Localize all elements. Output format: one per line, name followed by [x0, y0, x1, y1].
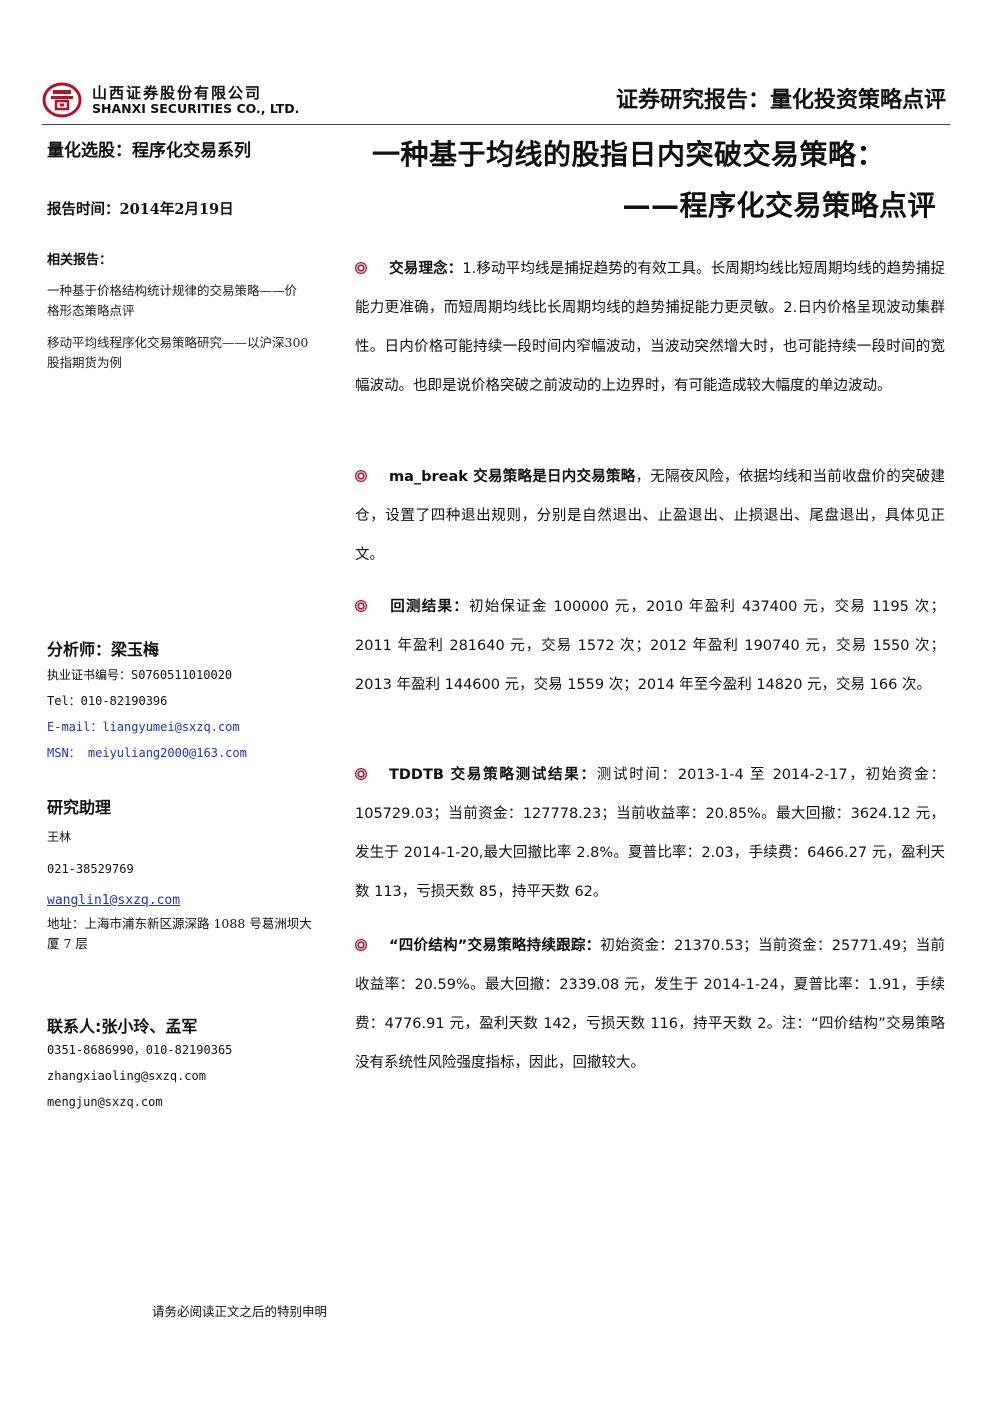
report-series: 量化选股：程序化交易系列: [47, 141, 251, 161]
summary-text: 测试时间：2013-1-4 至 2014-2-17，初始资金：105729.03…: [355, 767, 945, 900]
assistant-address: 地址：上海市浦东新区源深路 1088 号葛洲坝大厦 7 层: [47, 916, 312, 951]
bullet-icon: [355, 768, 367, 780]
summary-keyword: 交易理念：: [389, 261, 463, 277]
assistant-phone: 021-38529769: [47, 862, 134, 876]
report-title-line1: 一种基于均线的股指日内突破交易策略：: [372, 138, 886, 171]
analyst-email[interactable]: E-mail：liangyumei@sxzq.com: [47, 720, 240, 734]
assistant-name: 王林: [47, 830, 72, 844]
summary-text: 初始资金：21370.53；当前资金：25771.49；当前收益率：20.59%…: [355, 938, 945, 1071]
summary-text: 1.移动平均线是捕捉趋势的有效工具。长周期均线比短周期均线的趋势捕捉能力更准确，…: [355, 261, 946, 394]
analyst-tel: Tel：010-82190396: [47, 694, 168, 708]
bullet-icon: [355, 600, 367, 612]
summary-point: “四价结构”交易策略持续跟踪：初始资金：21370.53；当前资金：25771.…: [355, 927, 945, 1083]
assistant-email[interactable]: wanglin1@sxzq.com: [47, 893, 181, 908]
bullet-icon: [355, 262, 367, 274]
summary-point: 回测结果：初始保证金 100000 元，2010 年盈利 437400 元，交易…: [355, 588, 945, 705]
company-logo: 山西证券股份有限公司 SHANXI SECURITIES CO., LTD.: [42, 80, 322, 120]
contact-email-2[interactable]: mengjun@sxzq.com: [47, 1095, 163, 1109]
summary-keyword: 回测结果：: [389, 599, 469, 615]
company-logo-icon: [42, 82, 82, 118]
assistant-heading: 研究助理: [47, 798, 112, 817]
related-report-item[interactable]: 移动平均线程序化交易策略研究——以沪深300股指期货为例: [47, 335, 309, 370]
analyst-cert: 执业证书编号：S0760511010020: [47, 668, 233, 682]
contact-heading: 联系人:张小玲、孟军: [47, 1017, 198, 1036]
summary-point: TDDTB 交易策略测试结果：测试时间：2013-1-4 至 2014-2-17…: [355, 756, 945, 912]
analyst-block: 分析师：梁玉梅 执业证书编号：S0760511010020 Tel：010-82…: [47, 636, 317, 766]
assistant-block: 研究助理 王林 021-38529769 wanglin1@sxzq.com 地…: [47, 794, 317, 954]
related-report-item[interactable]: 一种基于价格结构统计规律的交易策略——价格形态策略点评: [47, 283, 298, 318]
summary-text: 初始保证金 100000 元，2010 年盈利 437400 元，交易 1195…: [355, 599, 946, 693]
contact-phone: 0351-8686990，010-82190365: [47, 1043, 233, 1057]
disclaimer-note: 请务必阅读正文之后的特别申明: [152, 1304, 328, 1319]
analyst-msn[interactable]: MSN： meiyuliang2000@163.com: [47, 746, 247, 760]
analyst-heading: 分析师：梁玉梅: [47, 640, 160, 659]
contact-block: 联系人:张小玲、孟军 0351-8686990，010-82190365 zha…: [47, 1013, 317, 1115]
report-subtitle: ——程序化交易策略点评: [622, 189, 936, 222]
company-name-cn: 山西证券股份有限公司: [92, 84, 263, 102]
related-reports-heading: 相关报告：: [47, 253, 113, 268]
report-date: 报告时间：2014年2月19日: [47, 201, 234, 218]
summary-point: 交易理念：1.移动平均线是捕捉趋势的有效工具。长周期均线比短周期均线的趋势捕捉能…: [355, 250, 945, 406]
header-divider: [42, 124, 950, 125]
summary-text: ，无隔夜风险，依据均线和当前收盘价的突破建仓，设置了四种退出规则，分别是自然退出…: [355, 469, 946, 563]
contact-email-1[interactable]: zhangxiaoling@sxzq.com: [47, 1069, 206, 1083]
company-name-en: SHANXI SECURITIES CO., LTD.: [92, 101, 300, 116]
summary-keyword: TDDTB 交易策略测试结果：: [389, 767, 597, 783]
bullet-icon: [355, 470, 367, 482]
bullet-icon: [355, 939, 367, 951]
summary-point: ma_break 交易策略是日内交易策略，无隔夜风险，依据均线和当前收盘价的突破…: [355, 458, 945, 575]
summary-keyword: ma_break 交易策略是日内交易策略: [389, 469, 636, 485]
summary-keyword: “四价结构”交易策略持续跟踪：: [389, 938, 601, 954]
report-type: 证券研究报告：量化投资策略点评: [615, 88, 946, 113]
